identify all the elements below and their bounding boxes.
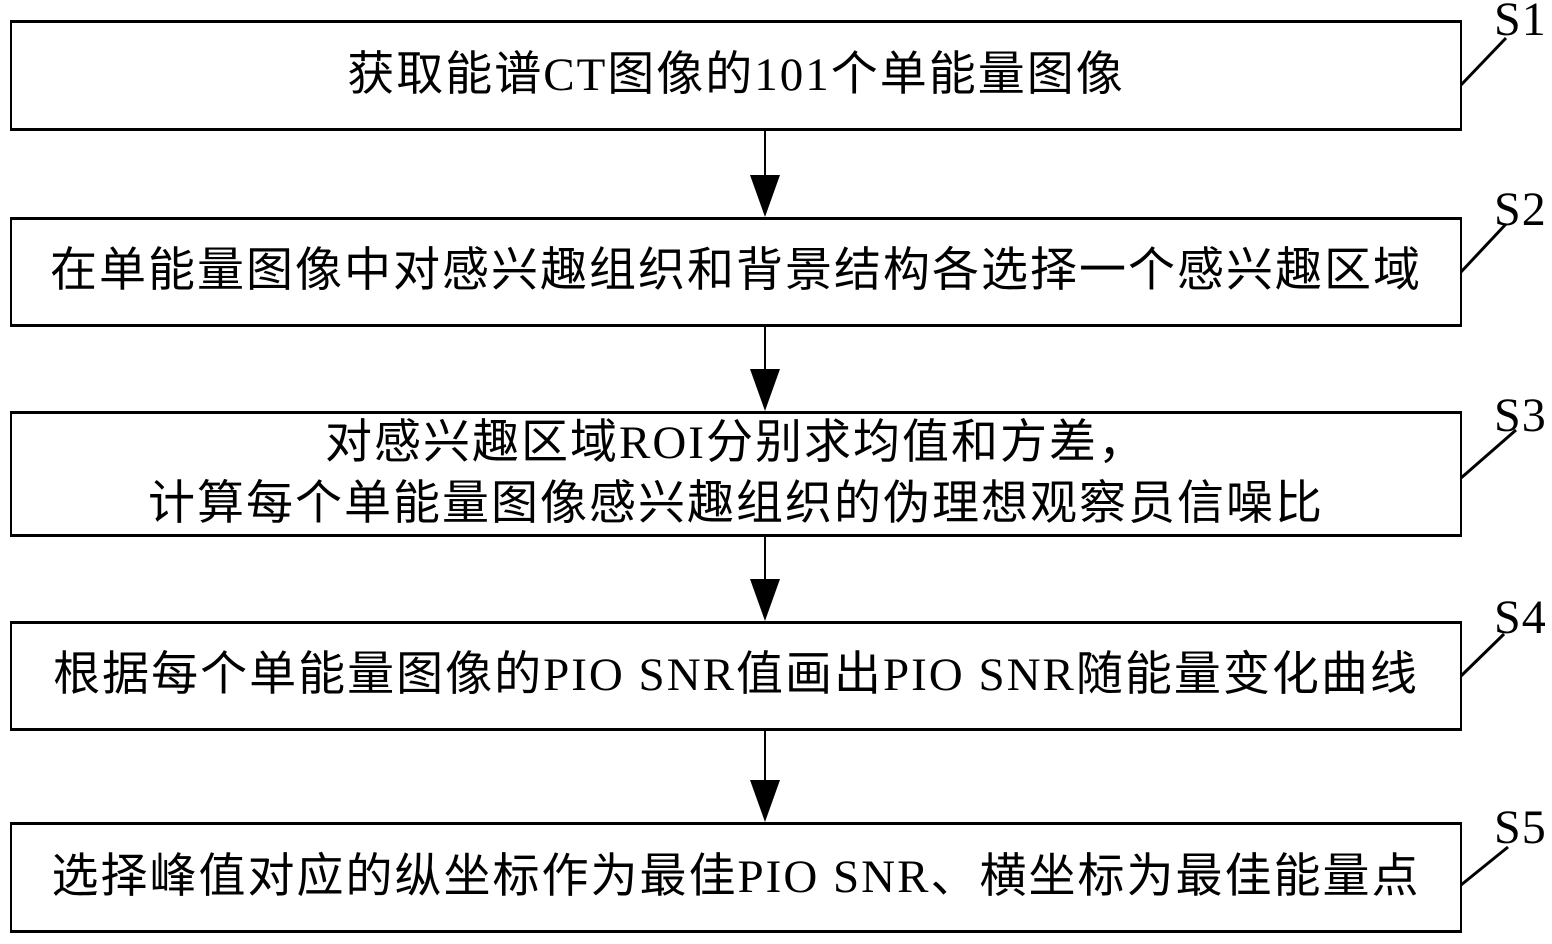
arrow-down-icon — [750, 780, 780, 822]
step-text: 在单能量图像中对感兴趣组织和背景结构各选择一个感兴趣区域 — [50, 245, 1422, 298]
step-box-s1: 获取能谱CT图像的101个单能量图像 — [10, 20, 1462, 131]
arrow-down-icon — [750, 579, 780, 621]
step-label-s5: S5 — [1494, 801, 1547, 854]
step-box-s3: 对感兴趣区域ROI分别求均值和方差， 计算每个单能量图像感兴趣组织的伪理想观察员… — [10, 411, 1462, 537]
step-text: 计算每个单能量图像感兴趣组织的伪理想观察员信噪比 — [148, 478, 1324, 530]
step-label-s4: S4 — [1494, 591, 1547, 644]
arrow-down-icon — [750, 369, 780, 411]
flow-connector-line — [764, 327, 766, 371]
step-label-s1: S1 — [1494, 0, 1547, 46]
flow-connector-line — [764, 131, 766, 177]
step-box-s4: 根据每个单能量图像的PIO SNR值画出PIO SNR随能量变化曲线 — [10, 621, 1462, 731]
arrow-down-icon — [750, 175, 780, 217]
step-label-s2: S2 — [1494, 183, 1547, 236]
step-text: 选择峰值对应的纵坐标作为最佳PIO SNR、横坐标为最佳能量点 — [51, 850, 1421, 903]
step-label-s3: S3 — [1494, 389, 1547, 442]
step-text: 对感兴趣区域ROI分别求均值和方差， — [325, 416, 1147, 469]
step-box-s2: 在单能量图像中对感兴趣组织和背景结构各选择一个感兴趣区域 — [10, 217, 1462, 327]
step-box-s5: 选择峰值对应的纵坐标作为最佳PIO SNR、横坐标为最佳能量点 — [10, 822, 1462, 933]
flow-connector-line — [764, 537, 766, 581]
step-text: 根据每个单能量图像的PIO SNR值画出PIO SNR随能量变化曲线 — [53, 649, 1419, 702]
step-text: 获取能谱CT图像的101个单能量图像 — [347, 48, 1125, 101]
flow-connector-line — [764, 731, 766, 782]
